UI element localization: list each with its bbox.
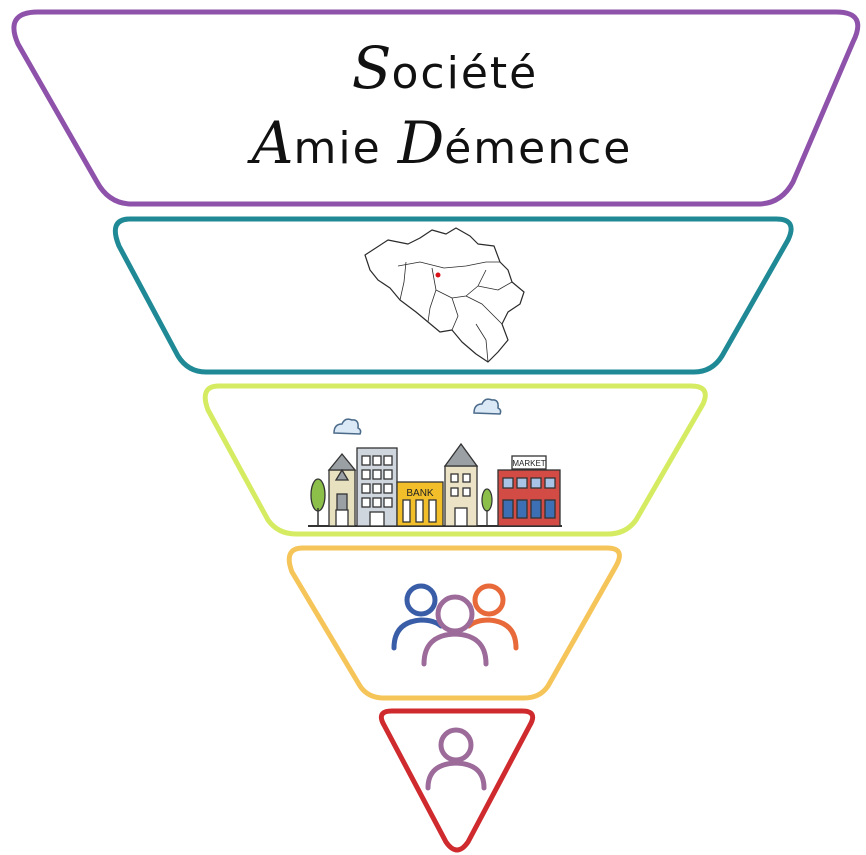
capital-dot-icon — [435, 272, 441, 278]
cloud-icon-2 — [473, 398, 502, 415]
level-society-band — [11, 9, 861, 207]
bank-label: BANK — [406, 488, 434, 499]
group-people-icon — [391, 583, 519, 667]
belgium-map-icon — [364, 227, 525, 363]
title-line-1: Société — [352, 34, 538, 102]
title-cap-s: S — [352, 34, 392, 102]
house-icon — [443, 442, 479, 527]
person-icon — [425, 727, 487, 791]
cloud-icon — [333, 418, 362, 435]
level-group-band — [286, 545, 622, 701]
title-rest-1: ociété — [392, 48, 539, 99]
market-label: MARKET — [512, 459, 545, 468]
title-line-2: Amie Démence — [247, 109, 633, 177]
title-cap-a: A — [247, 109, 294, 177]
market-icon — [497, 455, 561, 527]
title-cap-d: D — [397, 109, 445, 177]
bank-icon — [396, 481, 444, 527]
office-building-icon — [356, 447, 398, 527]
title-rest-2b: émence — [444, 123, 632, 174]
level-individual-band — [378, 708, 536, 853]
town-icon: BANK MARKET — [308, 398, 562, 527]
title-rest-2a: mie — [294, 123, 398, 174]
church-icon — [327, 452, 357, 527]
